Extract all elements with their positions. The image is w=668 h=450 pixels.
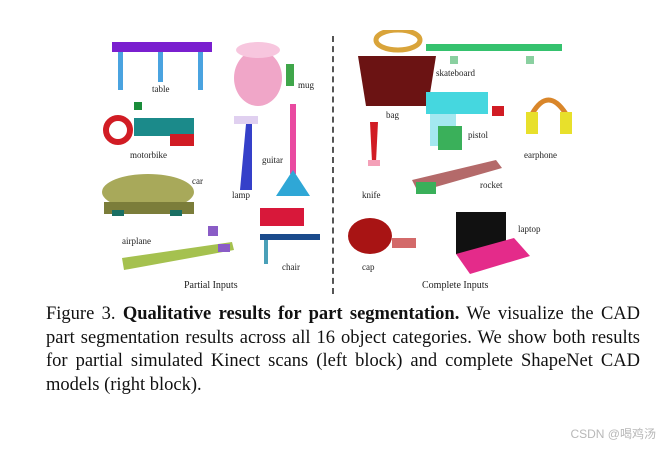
label-laptop: laptop (518, 224, 541, 234)
label-skateboard: skateboard (436, 68, 475, 78)
label-earphone: earphone (524, 150, 557, 160)
label-lamp: lamp (232, 190, 250, 200)
label-airplane: airplane (122, 236, 151, 246)
segmentation-figure: table mug motorbike guitar lamp car airp… (100, 30, 580, 296)
skateboard-shape (426, 44, 562, 64)
caption-prefix: Figure 3. (46, 304, 116, 324)
block-divider (332, 36, 334, 294)
label-motorbike: motorbike (130, 150, 167, 160)
mug-shape (234, 42, 294, 106)
caption-body: We visualize the CAD part segmentation r… (46, 304, 641, 395)
label-rocket: rocket (480, 180, 503, 190)
pistol-shape (426, 92, 504, 150)
label-pistol: pistol (468, 130, 489, 140)
label-cap: cap (362, 262, 375, 272)
knife-shape (368, 122, 380, 166)
left-block-title: Partial Inputs (184, 280, 238, 291)
label-mug: mug (298, 80, 315, 90)
label-table: table (152, 84, 170, 94)
point-cloud-illustrations (102, 30, 572, 274)
chair-shape (260, 208, 320, 264)
motorbike-shape (103, 115, 194, 146)
rocket-shape (412, 160, 502, 194)
cap-shape (348, 218, 416, 254)
watermark: CSDN @喝鸡汤 (570, 427, 656, 441)
caption-bold-title: Qualitative results for part segmentatio… (122, 304, 460, 324)
label-guitar: guitar (262, 155, 283, 165)
lamp-shape (234, 116, 258, 190)
bag-shape (358, 30, 436, 106)
airplane-shape (122, 226, 234, 270)
label-knife: knife (362, 190, 381, 200)
laptop-shape (456, 212, 530, 274)
table-shape (112, 42, 212, 110)
label-car: car (192, 176, 203, 186)
guitar-shape (276, 104, 310, 196)
label-bag: bag (386, 110, 399, 120)
right-block-title: Complete Inputs (422, 280, 489, 291)
label-chair: chair (282, 262, 300, 272)
figure-caption: Figure 3. Qualitative results for part s… (46, 303, 640, 397)
earphone-shape (526, 97, 572, 134)
car-shape (102, 174, 194, 216)
